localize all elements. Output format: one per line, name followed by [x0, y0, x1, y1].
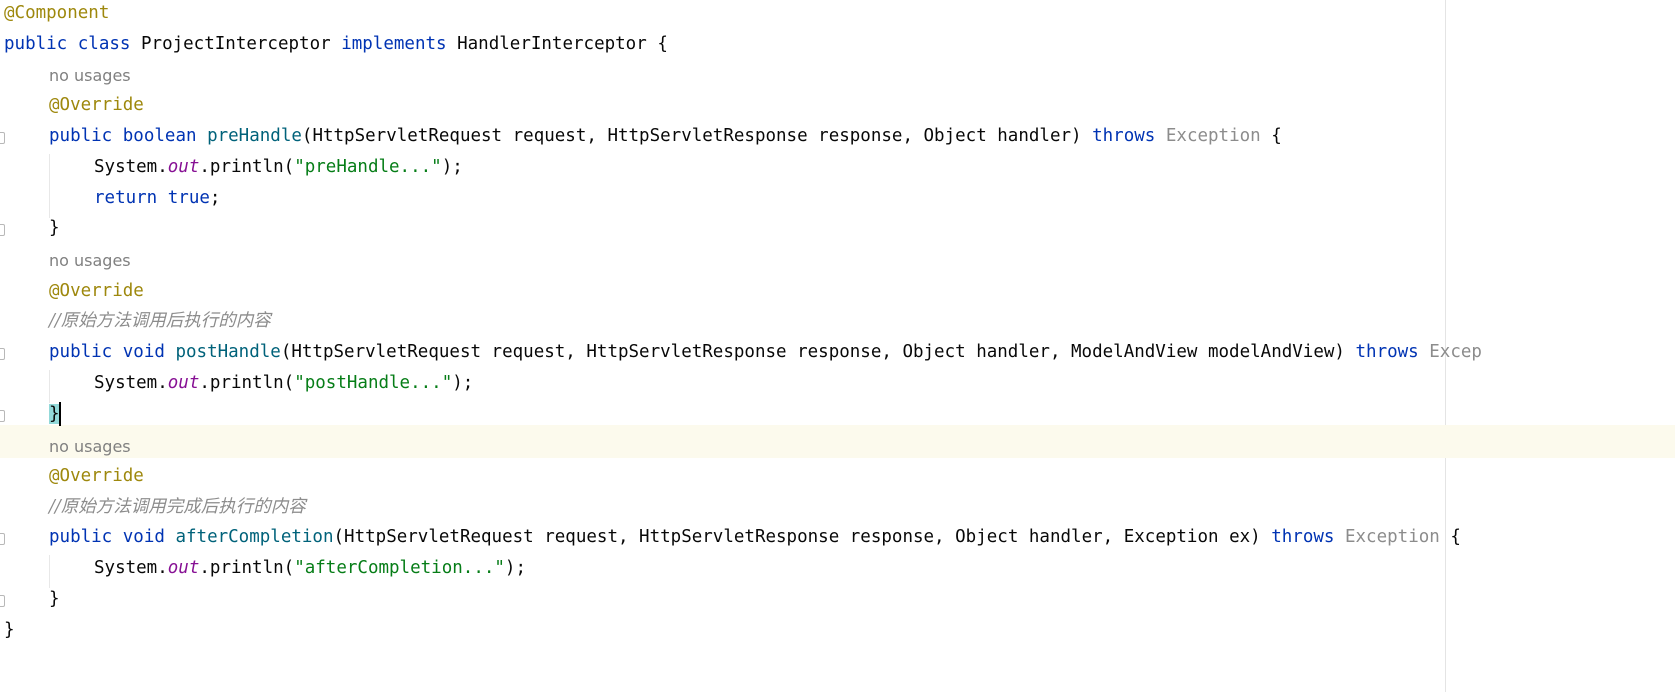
method-name: afterCompletion — [175, 527, 334, 547]
class-annotation: @Component — [4, 3, 110, 23]
fold-marker-icon[interactable] — [0, 224, 5, 236]
brace: { — [1450, 527, 1461, 547]
code-line[interactable]: @Override — [49, 275, 144, 308]
fold-marker-icon[interactable] — [0, 533, 5, 545]
interface-name: HandlerInterceptor — [457, 34, 647, 54]
code-text: ; — [209, 188, 221, 208]
text-caret — [58, 402, 61, 426]
fold-marker-icon[interactable] — [0, 410, 5, 422]
indent-guide — [49, 154, 50, 218]
usage-hint-text: no usages — [49, 66, 131, 85]
keyword: throws — [1355, 342, 1419, 362]
usage-hint[interactable]: no usages — [49, 59, 131, 92]
method-name: postHandle — [175, 342, 281, 362]
brace: } — [4, 620, 15, 640]
code-text: .println( — [199, 157, 295, 177]
override-annotation: @Override — [49, 281, 144, 301]
usage-hint[interactable]: no usages — [49, 244, 131, 277]
brace: } — [49, 589, 60, 609]
code-line[interactable]: System.out.println("postHandle..."); — [94, 367, 473, 400]
override-annotation: @Override — [49, 466, 144, 486]
brace: { — [657, 34, 668, 54]
code-text: ); — [441, 157, 463, 177]
code-text: ); — [504, 558, 526, 578]
exception-type: Exception — [1344, 527, 1440, 547]
method-params: (HttpServletRequest request, HttpServlet… — [301, 126, 1093, 146]
method-name: preHandle — [207, 126, 302, 146]
method-params: (HttpServletRequest request, HttpServlet… — [280, 342, 1356, 362]
code-text: ); — [452, 373, 474, 393]
code-comment: //原始方法调用完成后执行的内容 — [49, 497, 306, 517]
usage-hint-text: no usages — [49, 251, 131, 270]
fold-marker-icon[interactable] — [0, 595, 5, 607]
return-type: boolean — [122, 126, 197, 146]
code-comment: //原始方法调用后执行的内容 — [49, 311, 271, 331]
code-line[interactable]: //原始方法调用完成后执行的内容 — [49, 491, 306, 524]
keyword: public — [4, 34, 68, 54]
caret-line-highlight — [0, 425, 1675, 458]
static-field: out — [167, 157, 200, 177]
code-line[interactable]: } — [49, 398, 61, 431]
static-field: out — [167, 558, 200, 578]
right-margin-guide — [1445, 0, 1446, 692]
code-line[interactable]: public void postHandle(HttpServletReques… — [49, 336, 1482, 369]
code-line[interactable]: System.out.println("afterCompletion...")… — [94, 552, 526, 585]
code-line[interactable]: @Override — [49, 460, 144, 493]
keyword: throws — [1271, 527, 1335, 547]
keyword: public — [49, 527, 113, 547]
code-line[interactable]: public boolean preHandle(HttpServletRequ… — [49, 120, 1282, 153]
keyword: implements — [341, 34, 447, 54]
code-line[interactable]: return true; — [94, 182, 220, 215]
string-literal: "preHandle..." — [294, 157, 442, 177]
code-line[interactable]: } — [49, 583, 60, 616]
keyword: true — [167, 188, 210, 208]
code-line[interactable]: System.out.println("preHandle..."); — [94, 151, 463, 184]
matched-brace: } — [49, 404, 60, 424]
brace: { — [1271, 126, 1282, 146]
code-line[interactable]: //原始方法调用后执行的内容 — [49, 305, 271, 338]
fold-marker-icon[interactable] — [0, 348, 5, 360]
code-line[interactable]: @Component — [4, 0, 109, 30]
usage-hint[interactable]: no usages — [49, 430, 131, 463]
override-annotation: @Override — [49, 95, 144, 115]
code-line[interactable]: public void afterCompletion(HttpServletR… — [49, 521, 1461, 554]
usage-hint-text: no usages — [49, 437, 131, 456]
return-type: void — [122, 527, 165, 547]
exception-type: Excep — [1429, 342, 1482, 362]
brace: } — [49, 218, 60, 238]
keyword: public — [49, 342, 113, 362]
keyword: return — [94, 188, 158, 208]
static-field: out — [167, 373, 200, 393]
code-line[interactable]: } — [4, 614, 15, 647]
keyword: public — [49, 126, 113, 146]
indent-guide — [49, 555, 50, 588]
code-line[interactable]: public class ProjectInterceptor implemen… — [4, 28, 668, 61]
fold-marker-icon[interactable] — [0, 132, 5, 144]
keyword: throws — [1092, 126, 1156, 146]
exception-type: Exception — [1165, 126, 1261, 146]
code-text: .println( — [199, 558, 295, 578]
code-text: System. — [94, 373, 168, 393]
string-literal: "postHandle..." — [294, 373, 453, 393]
method-params: (HttpServletRequest request, HttpServlet… — [333, 527, 1272, 547]
code-line[interactable]: @Override — [49, 89, 144, 122]
code-text: System. — [94, 558, 168, 578]
indent-guide — [49, 370, 50, 403]
class-name: ProjectInterceptor — [141, 34, 331, 54]
code-text: .println( — [199, 373, 295, 393]
string-literal: "afterCompletion..." — [294, 558, 505, 578]
code-line[interactable]: } — [49, 212, 60, 245]
keyword: class — [77, 34, 131, 54]
return-type: void — [122, 342, 165, 362]
code-text: System. — [94, 157, 168, 177]
